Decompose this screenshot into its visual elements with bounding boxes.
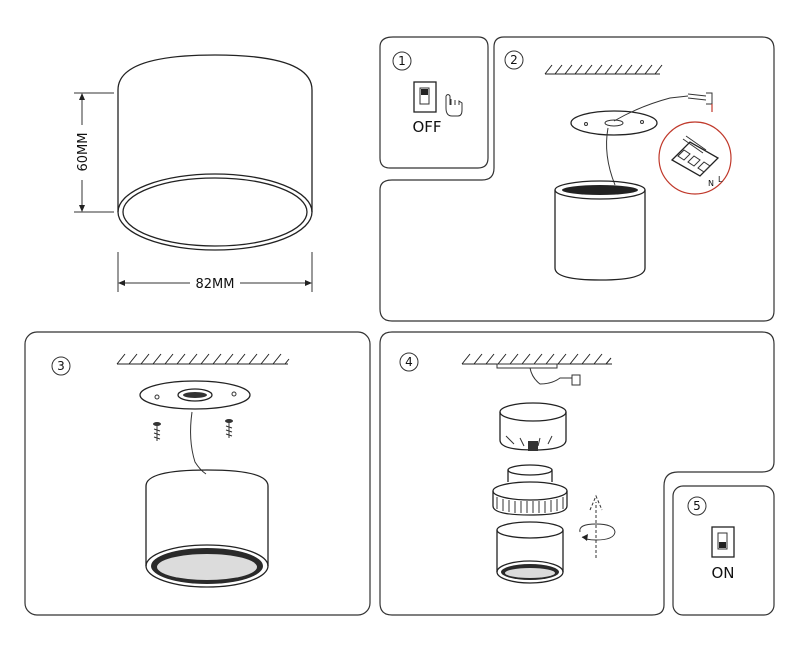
product-dimension-drawing: 60MM 82MM [74,54,313,292]
lamp-wire [606,127,616,186]
step-5-number: 5 [693,499,701,513]
terminal-label-l: L [718,175,723,184]
step-3-panel: 3 [24,331,371,616]
step-4-panel: 4 [379,331,775,616]
led-module [492,464,568,516]
terminal-block-icon [670,135,720,177]
supply-cable [529,367,572,385]
screw-icon [153,422,161,441]
width-label: 82MM [196,277,235,292]
step-2-panel: 2 [379,36,775,322]
step-2-number: 2 [510,53,518,67]
wall-switch-on-icon [711,526,735,558]
lamp-body [554,180,646,281]
step-2-badge [504,50,524,70]
step-4-badge [399,352,419,372]
step-4-number: 4 [405,355,413,369]
ceiling-hatch [116,353,290,365]
ceiling-hatch [461,353,612,369]
terminal-label-n: N [708,179,714,188]
step-1-panel: 1 OFF [379,36,489,169]
lamp-body [145,469,269,588]
width-dimension: 82MM [117,252,313,292]
lamp-shade [496,521,564,584]
rotate-up-arrow-icon [579,494,616,558]
step-5-badge [687,496,707,516]
ceiling-hatch [544,64,663,75]
lamp-wire [190,411,207,475]
step-1-caption: OFF [412,118,441,136]
step-5-panel: 5 ON [672,485,775,616]
step-1-badge [392,51,412,71]
step-1-number: 1 [398,54,406,68]
mounting-base [499,402,567,451]
step-3-number: 3 [57,359,65,373]
mounting-plate [139,380,251,410]
supply-cable [613,95,689,122]
terminal-block-detail: N L [658,104,732,195]
step-3-badge [51,356,71,376]
wall-switch-off-icon [413,81,437,113]
height-dimension: 60MM [74,92,114,213]
hand-pointer-icon [445,94,463,117]
height-label: 60MM [76,133,91,172]
step-5-caption: ON [711,564,734,582]
screw-icon [225,419,233,438]
mounting-plate [570,110,658,136]
